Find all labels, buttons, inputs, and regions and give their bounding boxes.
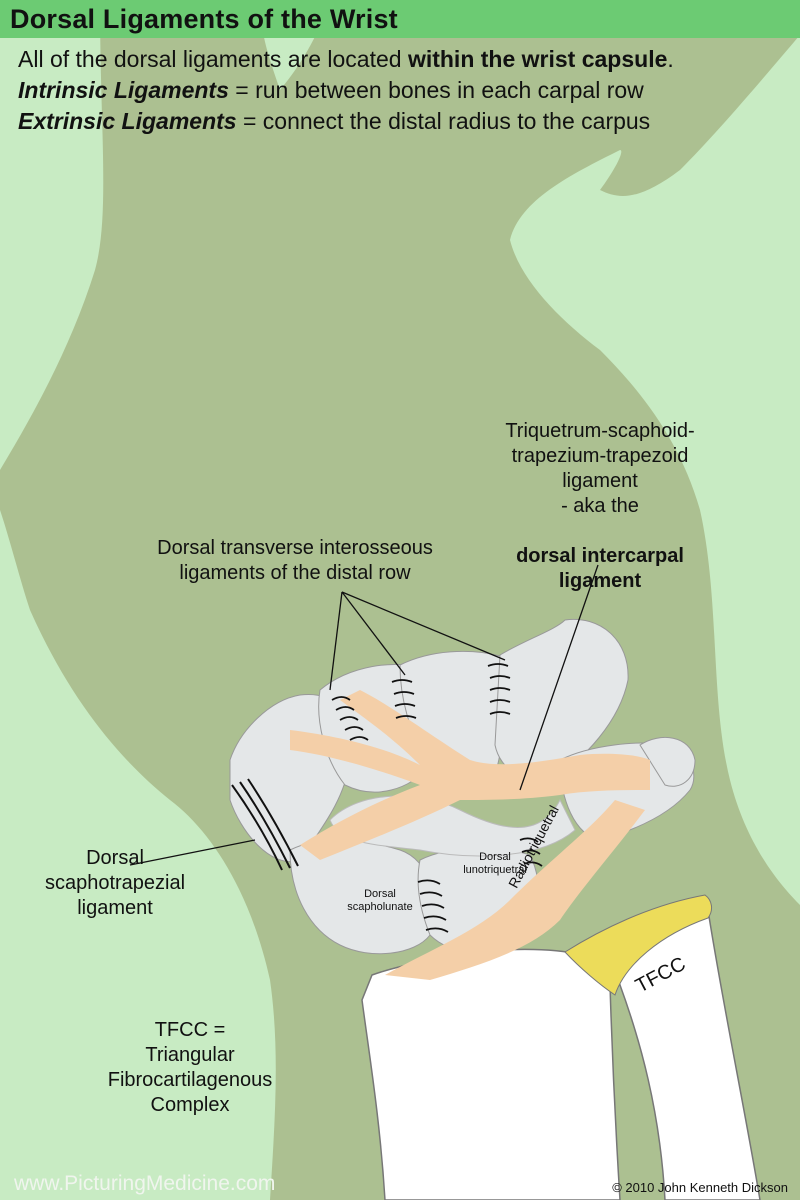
- intro-line-1: All of the dorsal ligaments are located …: [18, 44, 674, 75]
- radius-bone: [362, 949, 620, 1200]
- tfcc-definition: TFCC = Triangular Fibrocartilagenous Com…: [90, 1018, 290, 1118]
- page-title: Dorsal Ligaments of the Wrist: [10, 4, 398, 35]
- transverse-ligaments-label: Dorsal transverse interosseous ligaments…: [120, 536, 470, 586]
- intro-line-3: Extrinsic Ligaments = connect the distal…: [18, 106, 674, 137]
- dorsal-intercarpal-label: Triquetrum-scaphoid- trapezium-trapezoid…: [470, 394, 730, 619]
- website-credit: www.PicturingMedicine.com: [14, 1172, 275, 1196]
- scapholunate-label: Dorsal scapholunate: [340, 888, 420, 914]
- copyright: © 2010 John Kenneth Dickson: [612, 1180, 788, 1195]
- scaphotrapezial-label: Dorsal scaphotrapezial ligament: [30, 846, 200, 921]
- intro-line-2: Intrinsic Ligaments = run between bones …: [18, 75, 674, 106]
- intro-text: All of the dorsal ligaments are located …: [18, 44, 674, 137]
